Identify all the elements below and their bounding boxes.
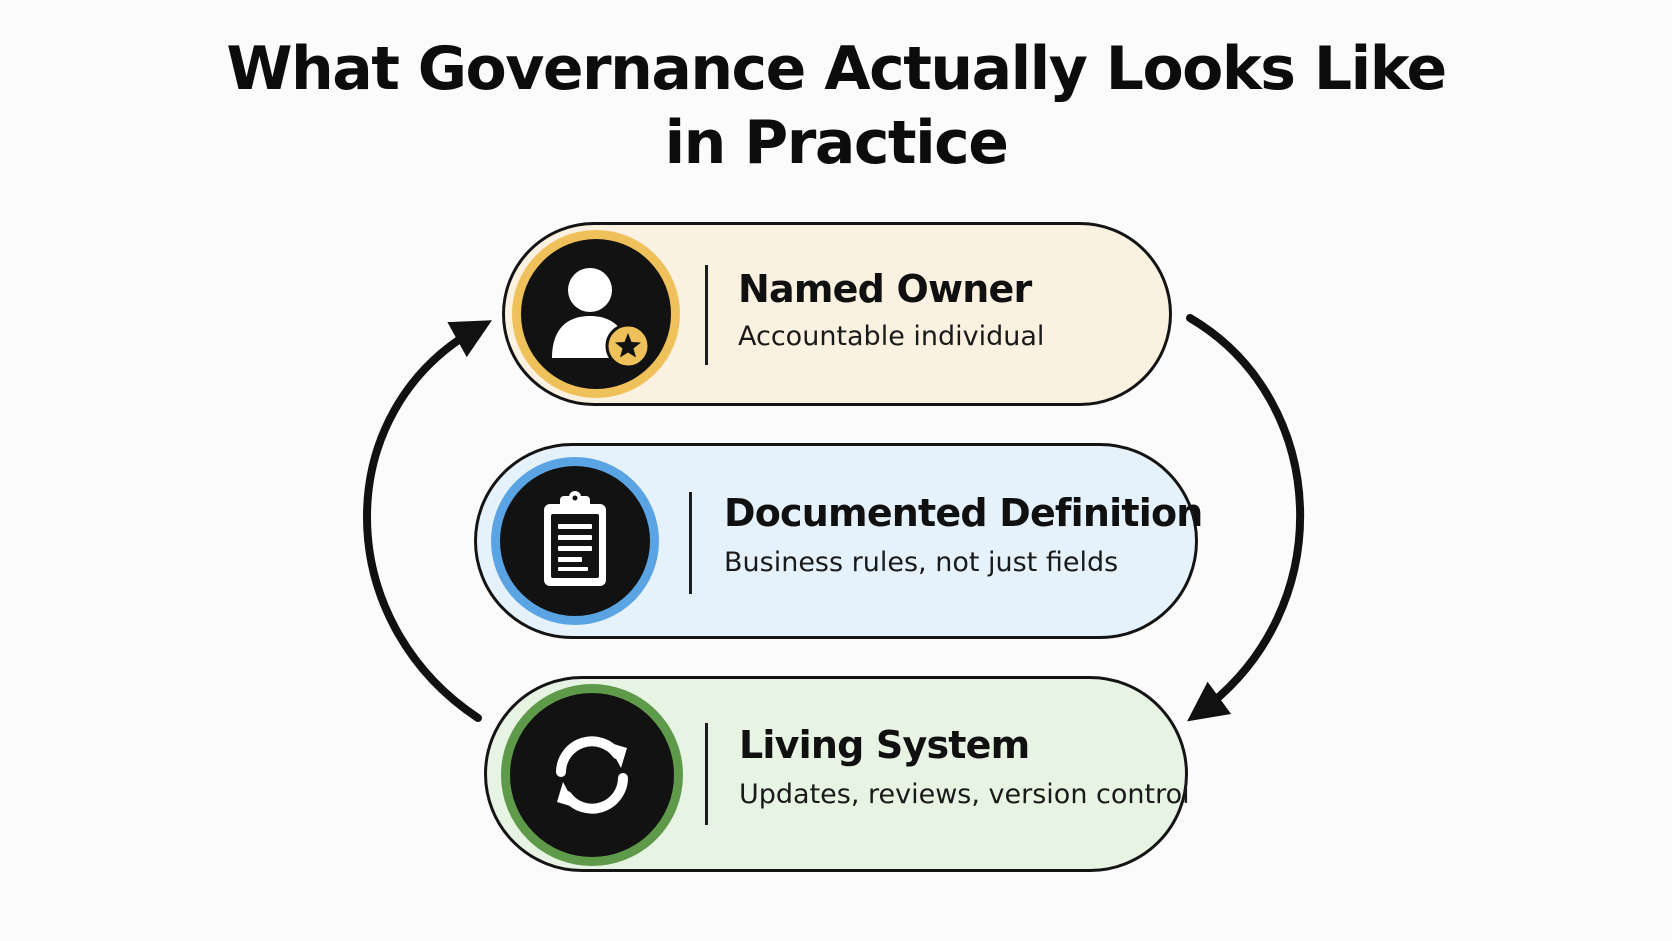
named-owner-card: Named Owner Accountable individual — [502, 222, 1172, 406]
definition-divider — [689, 492, 692, 594]
title-line-1: What Governance Actually Looks Like — [226, 34, 1447, 104]
refresh-icon — [501, 684, 683, 866]
left-cycle-arrow — [363, 320, 492, 722]
living-heading: Living System — [739, 723, 1030, 767]
living-divider — [705, 723, 708, 825]
person-star-icon — [512, 230, 680, 398]
diagram-title: What Governance Actually Looks Like in P… — [0, 32, 1672, 180]
right-cycle-arrow — [1186, 314, 1304, 722]
title-line-2: in Practice — [664, 108, 1009, 178]
owner-divider — [705, 265, 708, 365]
documented-definition-card: Documented Definition Business rules, no… — [474, 443, 1203, 639]
definition-heading: Documented Definition — [724, 491, 1203, 535]
living-system-card: Living System Updates, reviews, version … — [484, 676, 1190, 872]
living-subtitle: Updates, reviews, version control — [739, 779, 1190, 810]
owner-subtitle: Accountable individual — [738, 321, 1045, 352]
owner-heading: Named Owner — [738, 267, 1032, 311]
clipboard-icon — [491, 457, 659, 625]
definition-subtitle: Business rules, not just fields — [724, 547, 1119, 578]
